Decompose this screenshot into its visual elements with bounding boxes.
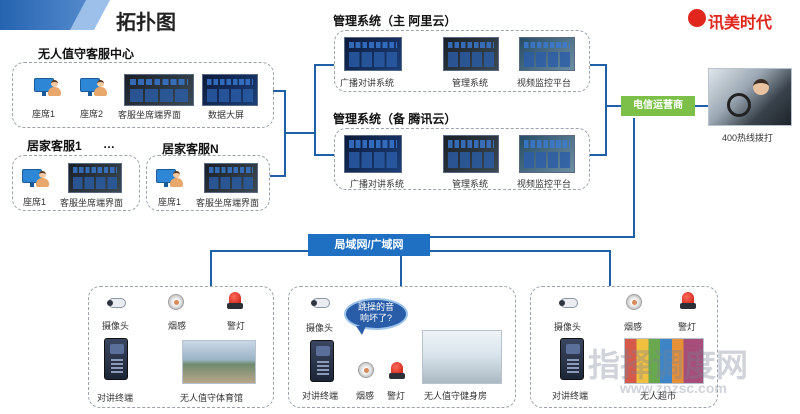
center-bigscreen-label: 数据大屏 — [208, 110, 245, 120]
site1-group — [88, 286, 274, 408]
center-seat2-label: 座席2 — [80, 109, 104, 119]
home-ellipsis: … — [103, 137, 115, 151]
home1-workstation-icon — [22, 169, 49, 187]
site3-venue-label: 无人超市 — [640, 391, 677, 401]
homeN-ui-label: 客服坐席端界面 — [196, 198, 260, 208]
site2-speech-bubble — [344, 298, 408, 330]
site2-group — [288, 286, 516, 408]
site1-camera-icon — [106, 296, 128, 310]
seat2-workstation-icon — [80, 78, 107, 96]
main-broadcast-label: 广播对讲系统 — [340, 78, 395, 88]
homeN-group — [146, 155, 270, 211]
site2-smoke-detector-icon — [358, 362, 374, 378]
logo-mark-icon — [688, 9, 706, 27]
site2-venue-label: 无人值守健身房 — [424, 391, 488, 401]
homeN-workstation-icon — [156, 169, 183, 187]
site1-smoke-label: 烟感 — [168, 321, 187, 331]
homeN-ui-screenshot — [204, 163, 258, 193]
site2-camera-icon — [310, 296, 332, 310]
site2-terminal-label: 对讲终端 — [302, 391, 339, 401]
center-group — [12, 62, 274, 128]
telecom-badge: 电信运营商 — [621, 96, 695, 116]
site2-intercom-terminal-icon — [310, 340, 334, 382]
homeN-seat-label: 座席1 — [158, 197, 182, 207]
home1-ui-screenshot — [68, 163, 122, 193]
site3-terminal-label: 对讲终端 — [552, 391, 589, 401]
brand-logo: 讯美时代 — [688, 8, 784, 32]
center-title: 无人值守客服中心 — [38, 47, 135, 61]
site3-camera-icon — [558, 296, 580, 310]
home1-group — [12, 155, 140, 211]
site3-group — [530, 286, 718, 408]
site1-terminal-label: 对讲终端 — [97, 393, 134, 403]
site1-alarm-label: 警灯 — [227, 321, 246, 331]
center-ui-label: 客服坐席端界面 — [118, 110, 182, 120]
homeN-title: 居家客服N — [162, 142, 219, 156]
seat1-workstation-icon — [34, 78, 61, 96]
site2-speech-bubble-tail-icon — [356, 326, 366, 335]
site3-smoke-label: 烟感 — [624, 322, 643, 332]
site3-alarm-light-icon — [680, 292, 696, 310]
site-watermark-url: www.znzsc.com — [620, 380, 727, 396]
main-system-title: 管理系统（主 阿里云） — [333, 14, 457, 28]
site3-venue-photo — [624, 338, 704, 384]
site2-alarm-light-icon — [389, 362, 405, 380]
network-badge: 局域网/广域网 — [308, 234, 430, 256]
backup-broadcast-label: 广播对讲系统 — [350, 179, 405, 189]
site2-smoke-label: 烟感 — [356, 391, 375, 401]
site2-venue-photo — [422, 330, 502, 384]
backup-video-label: 视频监控平台 — [517, 179, 572, 189]
site1-smoke-detector-icon — [168, 294, 184, 310]
logo-text: 讯美时代 — [708, 15, 773, 32]
center-seat1-label: 座席1 — [32, 109, 56, 119]
site1-alarm-light-icon — [227, 292, 243, 310]
main-video-label: 视频监控平台 — [517, 78, 572, 88]
center-bigscreen-screenshot — [202, 74, 258, 106]
site3-smoke-detector-icon — [626, 294, 642, 310]
hotline-car-photo — [708, 68, 792, 126]
site3-alarm-label: 警灯 — [678, 322, 697, 332]
home1-title: 居家客服1 — [27, 139, 82, 153]
main-video-screenshot — [519, 37, 575, 71]
backup-system-title: 管理系统（备 腾讯云） — [333, 112, 457, 126]
main-broadcast-screenshot — [344, 37, 402, 71]
center-ui-screenshot — [124, 74, 194, 106]
backup-mgmt-screenshot — [443, 135, 499, 173]
site1-intercom-terminal-icon — [104, 338, 128, 380]
site2-camera-label: 摄像头 — [306, 323, 334, 333]
site3-intercom-terminal-icon — [560, 338, 584, 380]
home1-seat-label: 座席1 — [23, 197, 47, 207]
backup-broadcast-screenshot — [344, 135, 402, 173]
site1-camera-label: 摄像头 — [102, 321, 130, 331]
site3-camera-label: 摄像头 — [554, 322, 582, 332]
site2-alarm-label: 警灯 — [387, 391, 406, 401]
steering-wheel-icon — [727, 93, 751, 117]
backup-system-group — [334, 128, 590, 190]
site1-venue-label: 无人值守体育馆 — [180, 393, 244, 403]
main-system-group — [334, 30, 590, 92]
backup-mgmt-label: 管理系统 — [452, 179, 489, 189]
main-mgmt-label: 管理系统 — [452, 78, 489, 88]
home1-ui-label: 客服坐席端界面 — [60, 198, 124, 208]
site2-bubble-text: 跳操的音响坏了? — [357, 302, 394, 323]
main-mgmt-screenshot — [443, 37, 499, 71]
page-title: 拓扑图 — [116, 12, 176, 34]
site1-venue-photo — [182, 340, 256, 384]
site-watermark: 指择调度网 — [588, 347, 749, 383]
hotline-label: 400热线拨打 — [722, 133, 774, 143]
backup-video-screenshot — [519, 135, 575, 173]
driver-person-icon — [753, 79, 769, 95]
